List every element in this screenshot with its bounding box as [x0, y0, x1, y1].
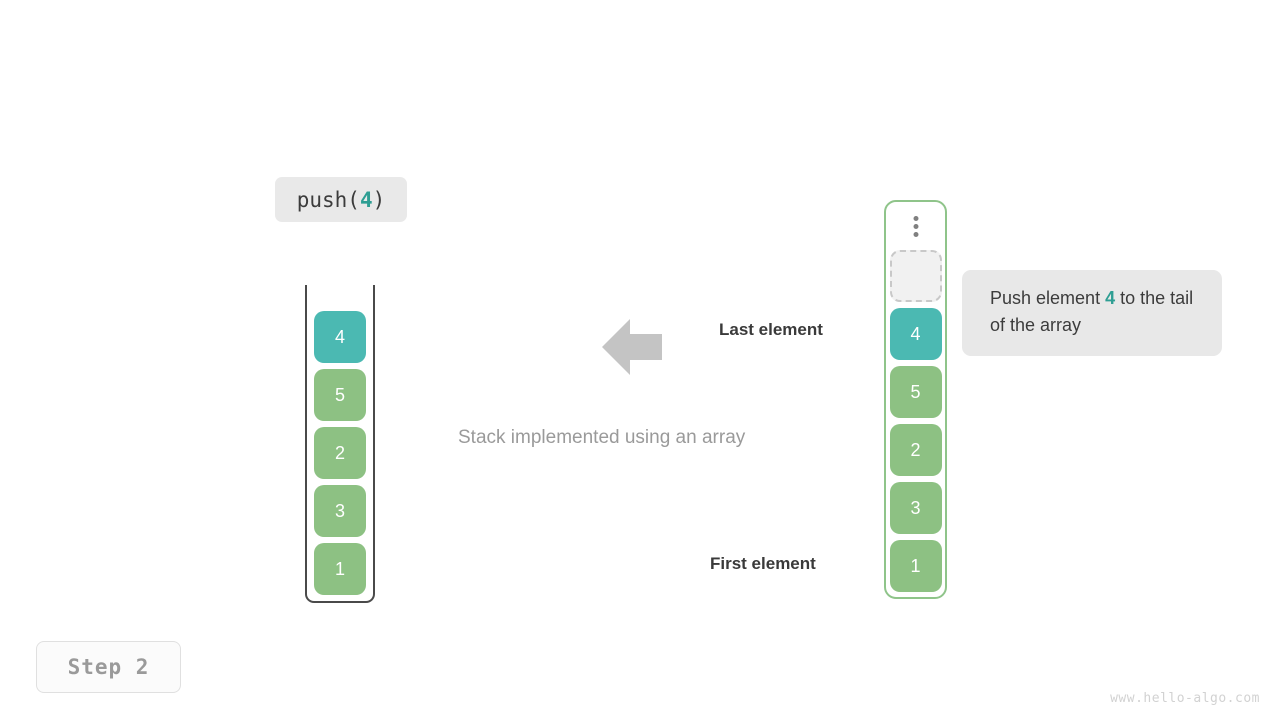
stack-cell-top: 4 — [314, 311, 366, 363]
step-badge: Step 2 — [36, 641, 181, 693]
stack-cell-list: 1 3 2 5 4 — [314, 311, 366, 595]
callout-text-after: to the tail of the array — [990, 288, 1194, 335]
array-cell-value: 2 — [910, 439, 921, 460]
stack-cell-value: 1 — [334, 558, 345, 579]
operation-label: push(4) — [275, 177, 407, 222]
array-cell-list: 1 3 2 5 4 — [889, 308, 942, 592]
last-element-label: Last element — [719, 320, 823, 339]
diagram-caption: Stack implemented using an array — [458, 427, 746, 448]
array-empty-slot — [889, 250, 942, 302]
array-cell: 2 — [889, 424, 942, 476]
vertical-ellipsis-icon — [913, 216, 918, 237]
step-badge-label: Step 2 — [67, 655, 150, 679]
stack-cell: 2 — [314, 427, 366, 479]
stack-cell-value: 3 — [334, 500, 345, 521]
stack-cell: 5 — [314, 369, 366, 421]
stack-frame — [305, 285, 375, 603]
array-cell: 5 — [889, 366, 942, 418]
operation-argument: 4 — [359, 187, 373, 212]
array-cell-tail: 4 — [889, 308, 942, 360]
operation-suffix: ) — [372, 187, 386, 212]
array-cell: 1 — [889, 540, 942, 592]
stack-cell: 3 — [314, 485, 366, 537]
arrow-left-icon — [602, 318, 662, 376]
first-element-label: First element — [710, 554, 816, 573]
callout-highlight-value: 4 — [1105, 288, 1116, 308]
array-cell: 3 — [889, 482, 942, 534]
array-cell-value: 4 — [910, 323, 921, 344]
stack-container: 1 3 2 5 4 — [305, 285, 375, 603]
array-container: 1 3 2 5 4 — [884, 200, 947, 599]
callout-tooltip: Push element 4 to the tail of the array — [962, 270, 1222, 356]
array-cell-value: 3 — [910, 497, 921, 518]
watermark: www.hello-algo.com — [1110, 691, 1260, 706]
stack-cell-value: 2 — [334, 442, 345, 463]
stack-cell-value: 4 — [334, 326, 345, 347]
stack-cell-value: 5 — [334, 384, 345, 405]
callout-text-before: Push element — [990, 288, 1106, 308]
stack-cell: 1 — [314, 543, 366, 595]
array-cell-value: 1 — [910, 555, 921, 576]
operation-prefix: push( — [296, 187, 360, 212]
array-cell-value: 5 — [910, 381, 921, 402]
